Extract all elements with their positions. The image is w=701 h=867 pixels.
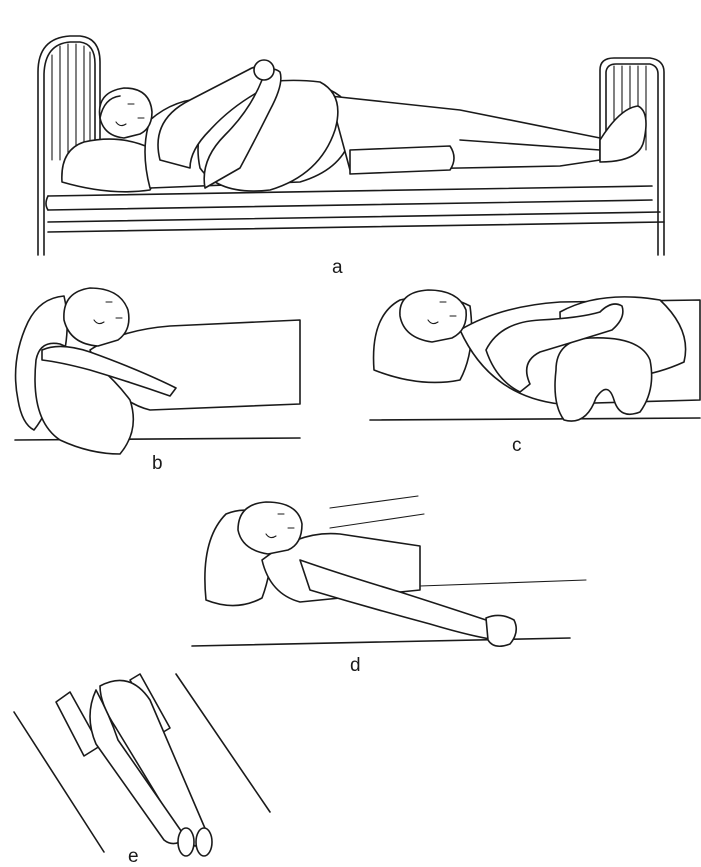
patient-hand <box>486 615 516 646</box>
patient-head <box>100 88 153 138</box>
panel-label-d: d <box>350 656 361 675</box>
panel-label-b: b <box>152 454 163 473</box>
panel-e-illustration <box>14 674 270 856</box>
patient-legs <box>90 680 212 856</box>
knee-bolster <box>350 146 454 174</box>
panel-label-e: e <box>128 847 139 866</box>
head-pillow <box>62 139 156 192</box>
panel-c-illustration <box>370 290 700 421</box>
panel-a-illustration <box>38 36 664 255</box>
panel-label-a: a <box>332 258 343 277</box>
patient-head <box>64 288 129 346</box>
panel-label-c: c <box>512 436 522 455</box>
lower-pillow <box>555 338 652 421</box>
panel-d-illustration <box>192 496 586 646</box>
patient-head <box>238 502 302 554</box>
panel-b-illustration <box>15 288 300 454</box>
patient-head <box>400 290 466 342</box>
bed-mattress <box>46 186 664 232</box>
